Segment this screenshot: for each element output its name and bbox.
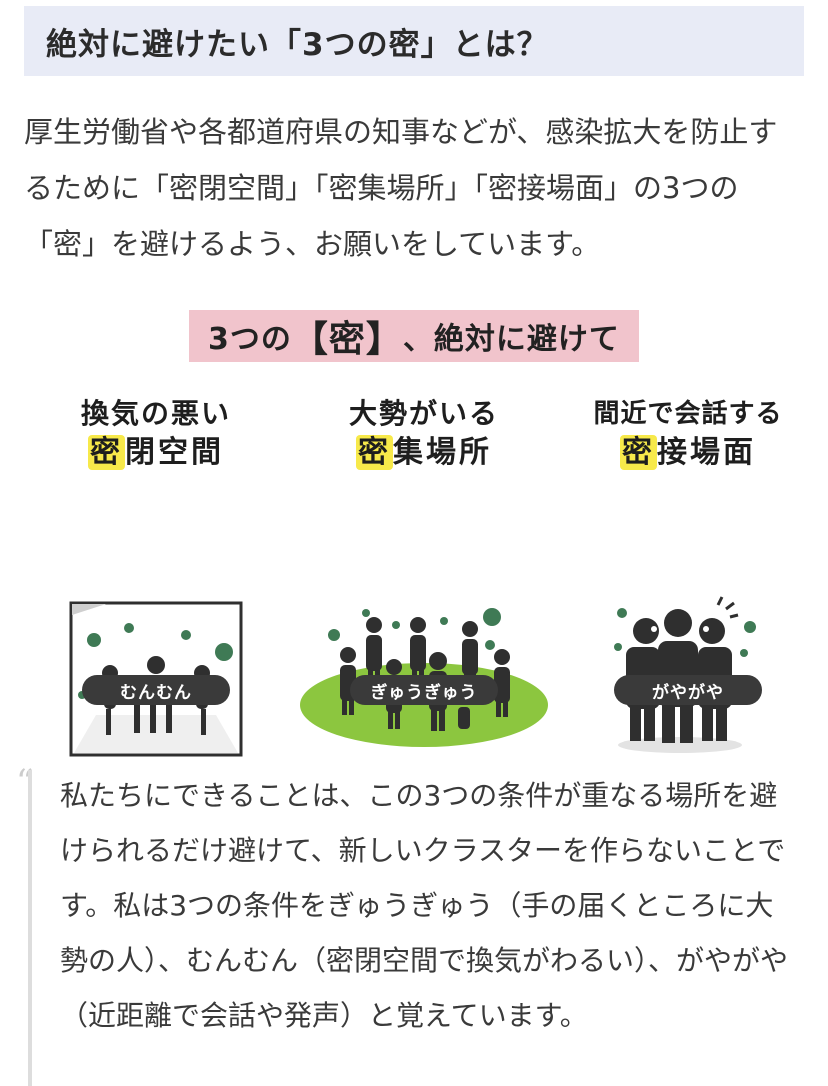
tag-pill-gayagaya: がやがや <box>614 675 762 705</box>
highlight-kanji: 密 <box>88 435 125 470</box>
column-subtitle: 密集場所 <box>294 433 554 473</box>
column-title: 間近で会話する <box>593 399 783 429</box>
tag-pill-gyugyu: ぎゅうぎゅう <box>350 675 498 705</box>
subtitle-rest: 閉空間 <box>125 435 224 470</box>
intro-paragraph: 厚生労働省や各都道府県の知事などが、感染拡大を防止するために「密閉空間」「密集場… <box>24 115 778 261</box>
subtitle-rest: 集場所 <box>393 435 492 470</box>
column-subtitle: 密閉空間 <box>26 433 286 473</box>
column-subtitle: 密接場面 <box>558 433 818 473</box>
quote-text: 私たちにできることは、この3つの条件が重なる場所を避けられるだけ避けて、新しいク… <box>60 779 789 1032</box>
highlight-kanji: 密 <box>356 435 393 470</box>
blockquote: 私たちにできることは、この3つの条件が重なる場所を避けられるだけ避けて、新しいク… <box>28 770 804 1086</box>
three-c-infographic: 3つの【密】、絶対に避けて 換気の悪い 密閉空間 むんむん 大勢がいる <box>0 300 828 757</box>
column-crowded-place: 大勢がいる 密集場所 <box>294 395 554 747</box>
highlight-kanji: 密 <box>620 435 657 470</box>
virus-icon <box>614 608 756 657</box>
column-close-contact: 間近で会話する 密接場面 <box>558 395 818 753</box>
section-heading: 絶対に避けたい「3つの密」とは？ <box>46 26 549 63</box>
virus-icon <box>328 608 501 650</box>
banner-prefix: 3つの <box>208 322 292 357</box>
banner-suffix: 、絶対に避けて <box>402 322 620 357</box>
infographic-banner: 3つの【密】、絶対に避けて <box>189 310 639 362</box>
subtitle-rest: 接場面 <box>657 435 756 470</box>
column-title: 換気の悪い <box>80 397 231 430</box>
column-title: 大勢がいる <box>348 397 499 430</box>
tag-pill-munmun: むんむん <box>82 675 230 705</box>
section-heading-bar: 絶対に避けたい「3つの密」とは？ <box>24 6 804 76</box>
banner-kanji: 【密】 <box>291 319 403 360</box>
column-closed-space: 換気の悪い 密閉空間 <box>26 395 286 757</box>
